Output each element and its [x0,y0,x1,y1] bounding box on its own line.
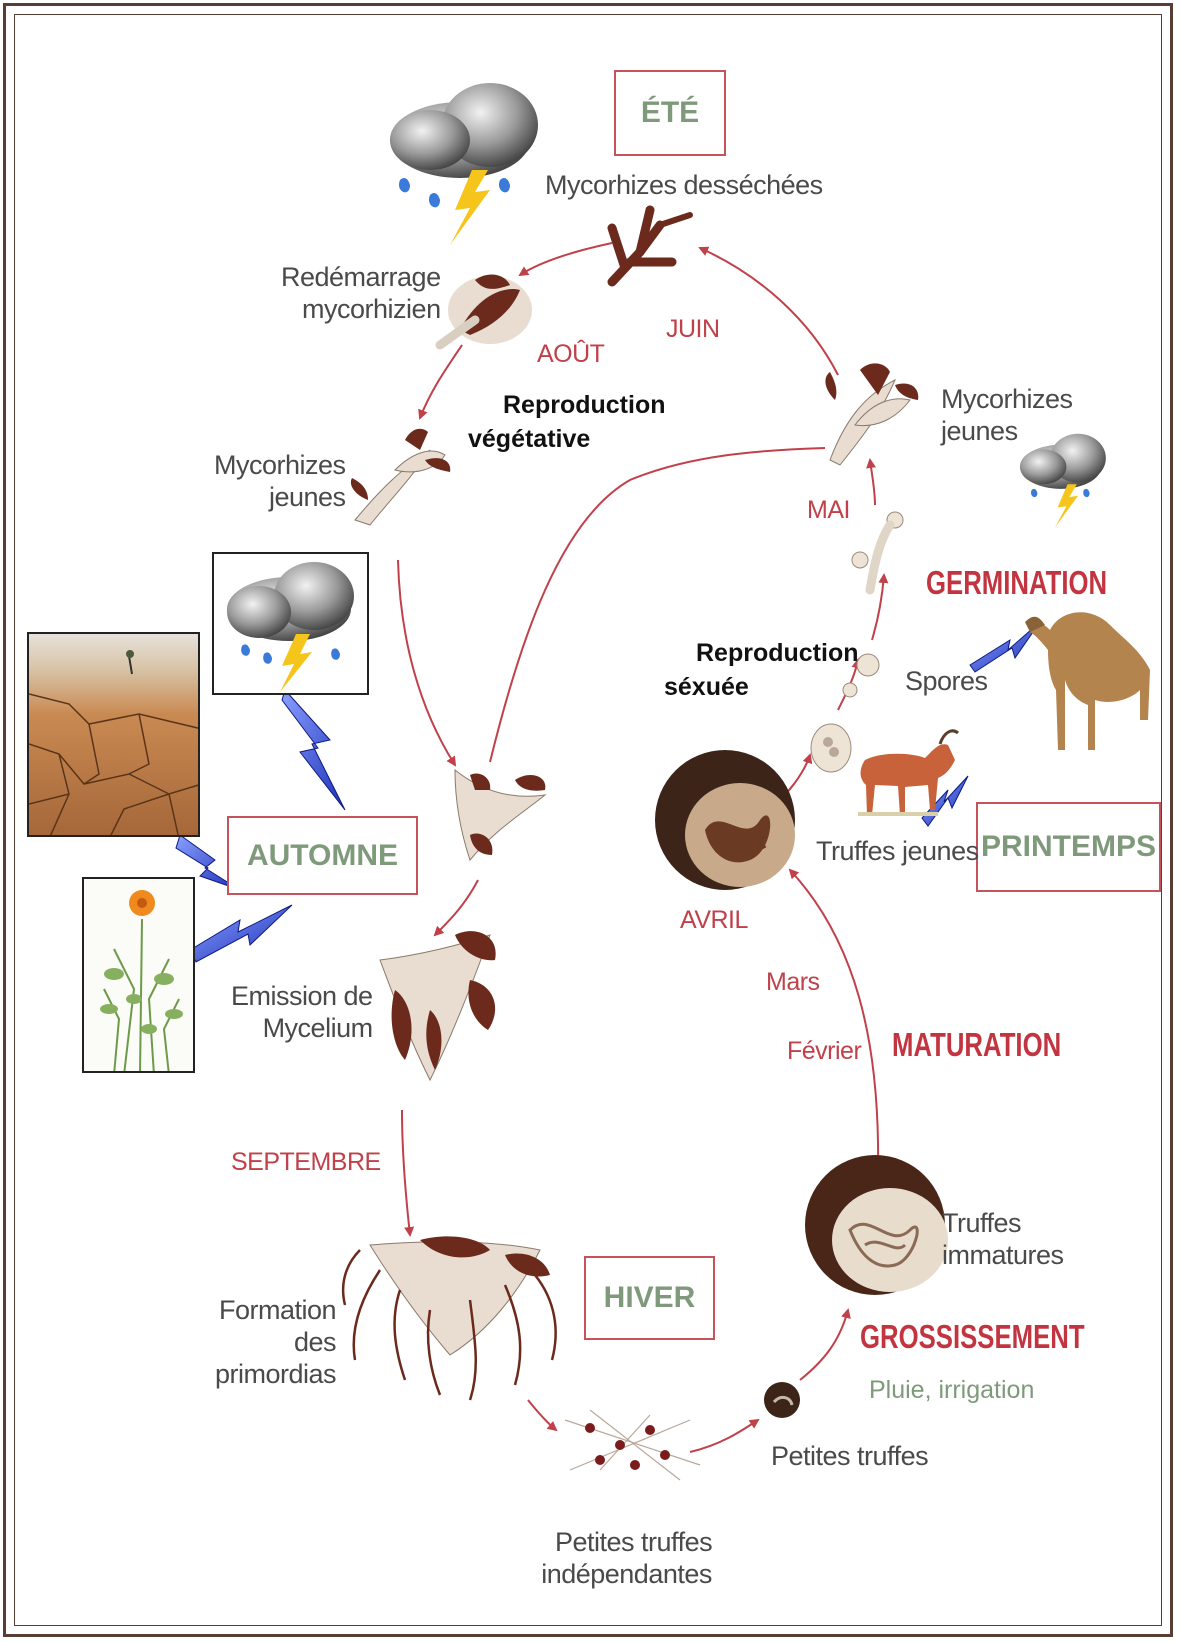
label-mycorhizes-dessechees: Mycorhizes desséchées [545,170,823,202]
reproduction-sexuee-line2: séxuée [664,671,859,705]
arrow-long-sexual [490,448,825,762]
independent-truffles-network [565,1410,700,1480]
phase-maturation: MATURATION [892,1026,1061,1064]
flower-image [82,877,195,1073]
month-mars: Mars [766,968,820,997]
arrow-mai [870,460,875,505]
arrow-maturation [790,870,878,1170]
cracked-soil-image [27,632,200,837]
arrow-septembre [402,1110,410,1235]
label-mycorhizes-jeunes-right: Mycorhizes jeunes [941,384,1073,448]
label-emission-mycelium: Emission de Mycelium [231,981,373,1045]
arrow-to-independent [528,1400,556,1430]
label-truffes-jeunes: Truffes jeunes [816,836,979,868]
label-mycorhizes-jeunes-left: Mycorhizes jeunes [214,450,346,514]
reproduction-sexuee-line1: Reproduction [696,637,859,671]
arrow-ete-to-aout [520,243,612,275]
label-emission-line2: Mycelium [231,1013,373,1045]
label-redemarrage: Redémarrage mycorhizien [281,262,441,326]
label-immatures-line1: Truffes [942,1208,1064,1240]
label-truffes-immatures: Truffes immatures [942,1208,1064,1272]
emission-mycelium-icon [380,931,496,1080]
reproduction-sexuee: Reproduction séxuée [664,637,859,705]
season-automne: AUTOMNE [227,816,418,895]
label-immatures-line2: immatures [942,1240,1064,1272]
label-formation-primordias: Formation des primordias [215,1295,336,1391]
reproduction-vegetative-line1: Reproduction [503,389,666,423]
season-hiver: HIVER [584,1256,715,1340]
small-truffle-icon [764,1382,800,1418]
label-formation-line2: des [215,1327,336,1359]
arrow-juin-to-ete [700,248,838,375]
grossissement-note: Pluie, irrigation [869,1376,1034,1405]
mycorhizes-dessechees-icon [612,210,690,282]
label-spores: Spores [905,666,988,698]
arrow-to-grossissement [800,1310,848,1380]
label-mycorhizes-jeunes-left-line2: jeunes [214,482,346,514]
label-petites-truffes: Petites truffes [771,1441,928,1473]
soil-cracks [29,634,200,837]
mature-truffle-icon [655,750,795,890]
month-avril: AVRIL [680,906,748,935]
label-formation-line3: primordias [215,1359,336,1391]
season-printemps: PRINTEMPS [976,802,1161,892]
month-fevrier: Février [787,1037,861,1066]
flower-icon [84,879,195,1073]
label-redemarrage-line2: mycorhizien [301,294,441,326]
storm-photo [212,552,369,695]
label-petites-truffes-independantes: Petites truffes indépendantes [541,1527,712,1591]
storm-cloud-icon [214,554,369,695]
arrow-to-petites [690,1420,758,1452]
label-redemarrage-line1: Redémarrage [281,262,441,294]
month-septembre: SEPTEMBRE [231,1148,381,1177]
storm-cloud-icon [390,83,538,245]
lightning-bolt-icon [190,905,292,962]
mycorhizes-jeunes-right-icon [825,363,918,465]
immature-truffle-icon [805,1155,948,1295]
arrow-aout-down [420,345,462,418]
arrow-center-to-emission [435,880,478,935]
arrow-left-to-center [398,560,455,765]
month-mai: MAI [807,496,850,525]
month-aout: AOÛT [537,340,604,369]
redemarrage-icon [440,275,532,345]
reproduction-vegetative-line2: végétative [468,423,666,457]
label-petites-independantes-line1: Petites truffes [555,1527,712,1559]
phase-grossissement: GROSSISSEMENT [860,1318,1085,1356]
camel-icon [1025,612,1150,750]
phase-germination: GERMINATION [926,564,1107,602]
reproduction-vegetative: Reproduction végétative [468,389,666,457]
label-mycorhizes-jeunes-right-line1: Mycorhizes [941,384,1073,416]
season-ete: ÉTÉ [614,70,726,156]
label-mycorhizes-jeunes-right-line2: jeunes [941,416,1073,448]
label-emission-line1: Emission de [231,981,373,1013]
primordias-icon [343,1236,556,1400]
lightning-bolt-icon [282,690,345,810]
label-mycorhizes-jeunes-left-line1: Mycorhizes [214,450,346,482]
month-juin: JUIN [666,315,720,344]
label-petites-independantes-line2: indépendantes [541,1559,712,1591]
mycorhizes-jeunes-left-icon [351,429,450,525]
central-mycelium-icon [455,770,545,860]
storm-cloud-icon [1020,434,1106,528]
label-formation-line1: Formation [215,1295,336,1327]
